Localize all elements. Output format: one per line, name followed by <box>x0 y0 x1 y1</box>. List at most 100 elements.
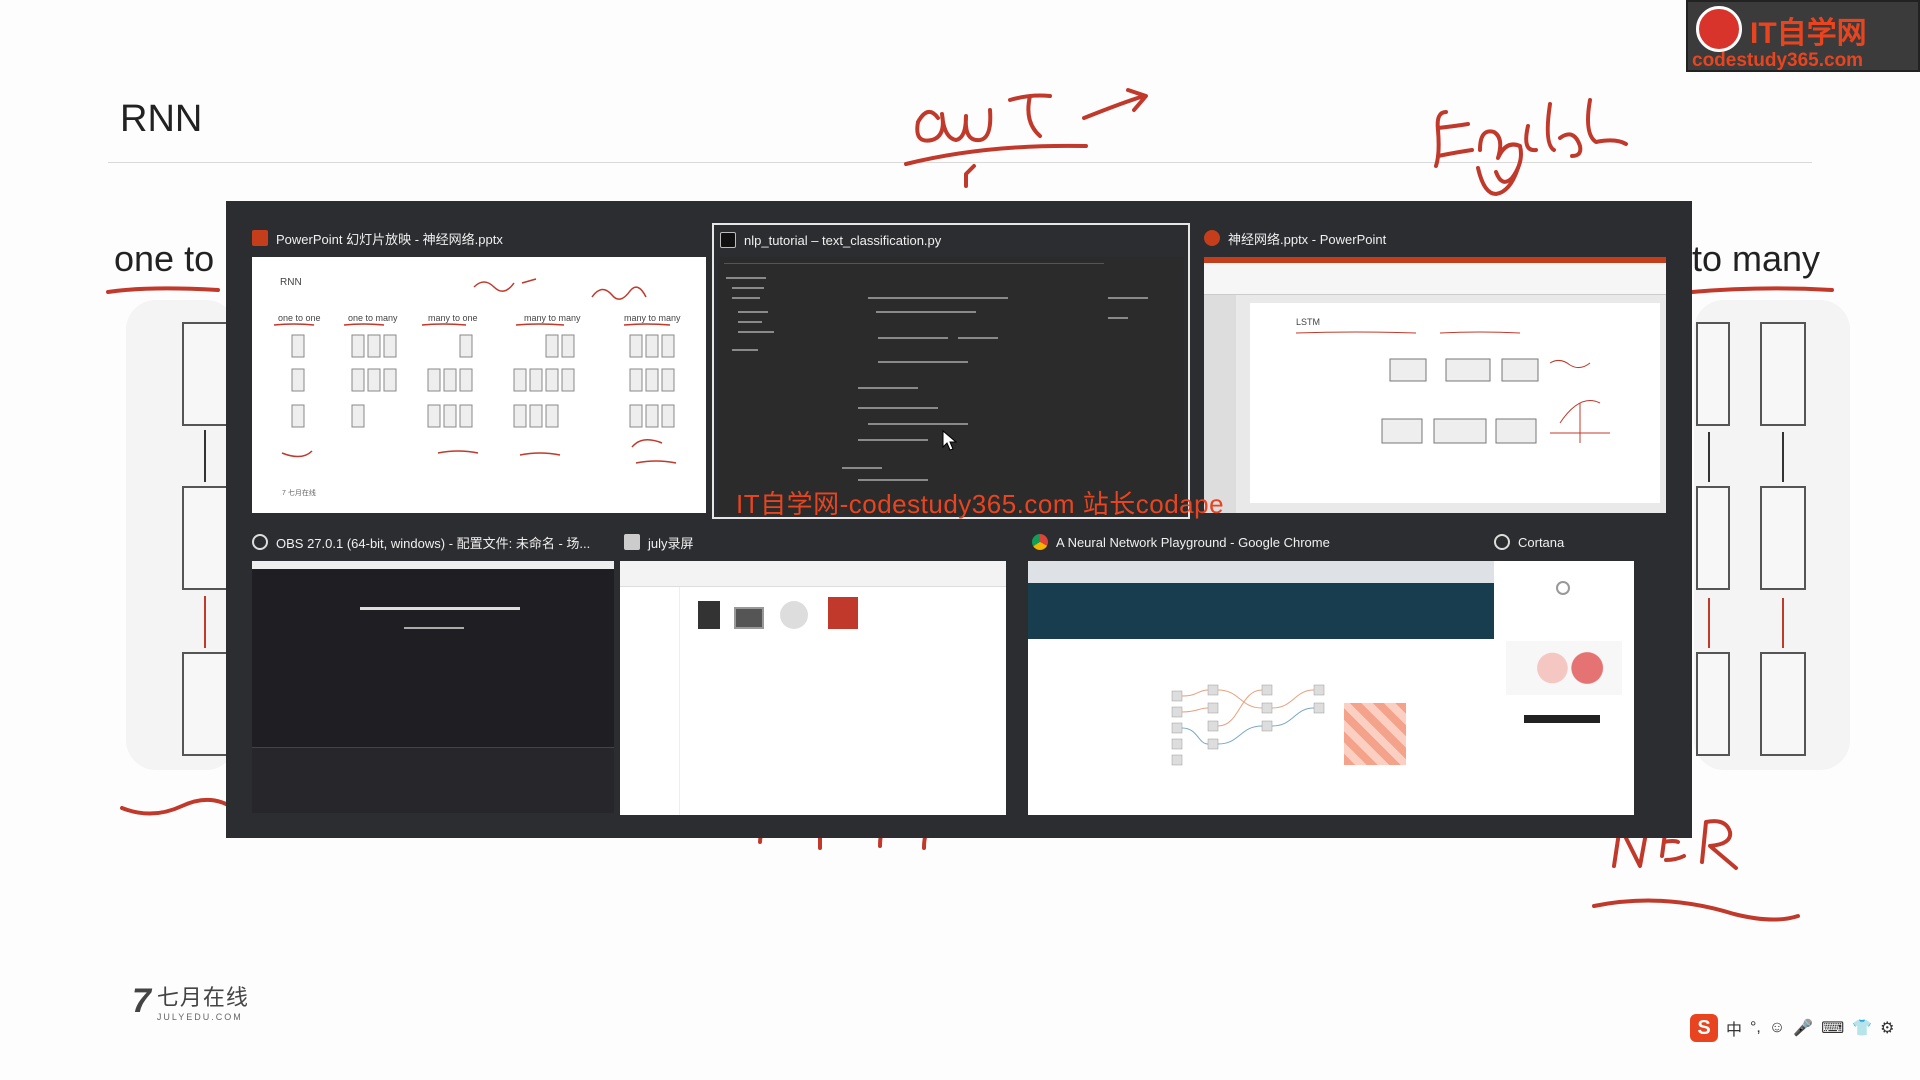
window-tile-pycharm[interactable]: nlp_tutorial – text_classification.py <box>712 223 1190 519</box>
slide-title: RNN <box>120 98 203 140</box>
slide-caption-left: one to <box>114 238 215 279</box>
thumb-label: many to many <box>624 313 681 323</box>
window-thumbnail <box>252 561 614 813</box>
window-thumbnail <box>1028 561 1498 815</box>
thumb-lstm-diagram <box>1295 331 1610 444</box>
diagram-arrow <box>1708 598 1710 648</box>
window-header: A Neural Network Playground - Google Chr… <box>1010 527 1484 557</box>
window-header: nlp_tutorial – text_classification.py <box>714 225 1188 255</box>
diagram-cell <box>1696 486 1730 590</box>
diagram-cell <box>1760 486 1806 590</box>
code-line <box>724 263 1104 264</box>
code-line <box>858 439 928 441</box>
explorer-nav-pane <box>620 587 680 815</box>
obs-menubar <box>252 561 614 569</box>
ribbon <box>1204 257 1666 263</box>
window-title: july录屏 <box>648 535 694 551</box>
site-logo: IT自学网 codestudy365.com <box>1686 0 1920 72</box>
window-title: Cortana <box>1518 534 1565 550</box>
ime-toolbar: S 中 °, ☺ 🎤 ⌨ 👕 ⚙ <box>1690 1014 1894 1042</box>
diagram-cell <box>1760 652 1806 756</box>
code-line <box>858 407 938 409</box>
thumb-slide-heading: LSTM <box>1296 317 1321 327</box>
window-title: PowerPoint 幻灯片放映 - 神经网络.pptx <box>276 231 503 247</box>
window-tile-cortana[interactable]: Cortana <box>1488 525 1678 835</box>
sogou-ime-icon[interactable]: S <box>1690 1014 1718 1042</box>
julyedu-logo: 7 七月在线 JULYEDU.COM <box>132 980 249 1023</box>
diagram-arrow <box>204 596 206 648</box>
window-title: nlp_tutorial – text_classification.py <box>744 232 942 248</box>
julyedu-mark-icon: 7 <box>132 981 151 1020</box>
ime-keyboard-icon[interactable]: ⌨ <box>1821 1020 1845 1037</box>
chrome-tabstrip <box>1028 561 1498 583</box>
diagram-cell <box>1696 652 1730 756</box>
window-tile-ppt-slideshow[interactable]: PowerPoint 幻灯片放映 - 神经网络.pptx RNN one to … <box>226 221 706 513</box>
thumb-diagram: 7 七月在线 <box>273 278 677 497</box>
slide-panel <box>1204 295 1236 513</box>
code-line <box>878 337 948 339</box>
chrome-icon <box>1032 534 1048 550</box>
diagram-arrow <box>1782 598 1784 648</box>
ime-settings-icon[interactable]: ⚙ <box>1880 1020 1895 1037</box>
pycharm-icon <box>720 232 736 248</box>
code-line <box>732 349 758 351</box>
thumb-label: one to one <box>278 313 321 323</box>
code-line <box>738 331 774 333</box>
diagram-cell <box>1696 322 1730 426</box>
window-tile-ppt-editor[interactable]: 神经网络.pptx - PowerPoint LSTM <box>1198 221 1676 513</box>
window-header: 神经网络.pptx - PowerPoint <box>1200 223 1674 253</box>
code-line <box>958 337 998 339</box>
window-thumbnail <box>1494 561 1634 815</box>
ime-skin-icon[interactable]: 👕 <box>1852 1020 1873 1037</box>
julyedu-logo-en: JULYEDU.COM <box>156 1012 243 1022</box>
ime-punctuation-icon[interactable]: °, <box>1750 1019 1761 1036</box>
code-line <box>868 297 1008 299</box>
diagram-cell <box>1760 322 1806 426</box>
thumb-label: many to one <box>428 313 478 323</box>
ime-emoji-icon[interactable]: ☺ <box>1768 1019 1786 1036</box>
window-header: PowerPoint 幻灯片放映 - 神经网络.pptx <box>228 223 702 253</box>
code-line <box>868 423 968 425</box>
site-logo-url: codestudy365.com <box>1692 50 1864 71</box>
window-tile-explorer[interactable]: july录屏 <box>610 525 1006 835</box>
watermark-text: IT自学网-codestudy365.com 站长codape <box>736 489 1225 519</box>
slide-canvas: LSTM <box>1250 303 1660 503</box>
code-line <box>738 321 762 323</box>
obs-dock <box>252 747 614 813</box>
playground-heatmap <box>1344 703 1406 765</box>
thumb-label: one to many <box>348 313 398 323</box>
code-line <box>878 361 968 363</box>
diagram-arrow <box>1708 432 1710 482</box>
window-title: OBS 27.0.1 (64-bit, windows) - 配置文件: 未命名… <box>276 535 591 551</box>
window-title: A Neural Network Playground - Google Chr… <box>1056 534 1330 550</box>
window-header: july录屏 <box>612 527 1002 557</box>
window-thumbnail <box>718 257 1184 515</box>
explorer-ribbon <box>620 561 1006 587</box>
diagram-arrow <box>1782 432 1784 482</box>
code-line <box>1108 297 1148 299</box>
window-title: 神经网络.pptx - PowerPoint <box>1228 231 1387 247</box>
playground-header <box>1028 583 1498 639</box>
obs-icon <box>252 534 268 550</box>
code-line <box>732 287 764 289</box>
folder-icon <box>624 534 640 550</box>
window-tile-obs[interactable]: OBS 27.0.1 (64-bit, windows) - 配置文件: 未命名… <box>226 525 614 835</box>
ime-voice-icon[interactable]: 🎤 <box>1793 1020 1814 1037</box>
file-thumbnail <box>828 597 858 629</box>
ime-language-toggle[interactable]: 中 <box>1726 1022 1743 1039</box>
window-thumbnail: RNN one to one one to many many to one m… <box>252 257 706 513</box>
code-line <box>1108 317 1128 319</box>
mouse-cursor-icon <box>942 429 958 451</box>
site-logo-cn: IT自学网 <box>1750 17 1867 50</box>
julyedu-logo-cn: 七月在线 <box>156 985 249 1010</box>
cortana-signin-button <box>1524 715 1600 723</box>
window-thumbnail: LSTM <box>1204 257 1666 513</box>
window-header: OBS 27.0.1 (64-bit, windows) - 配置文件: 未命名… <box>228 527 590 557</box>
code-line <box>732 297 760 299</box>
file-thumbnail <box>734 607 764 629</box>
window-tile-chrome[interactable]: A Neural Network Playground - Google Chr… <box>1008 525 1498 835</box>
diagram-arrow <box>204 430 206 482</box>
code-line <box>726 277 766 279</box>
powerpoint-icon <box>252 230 268 246</box>
